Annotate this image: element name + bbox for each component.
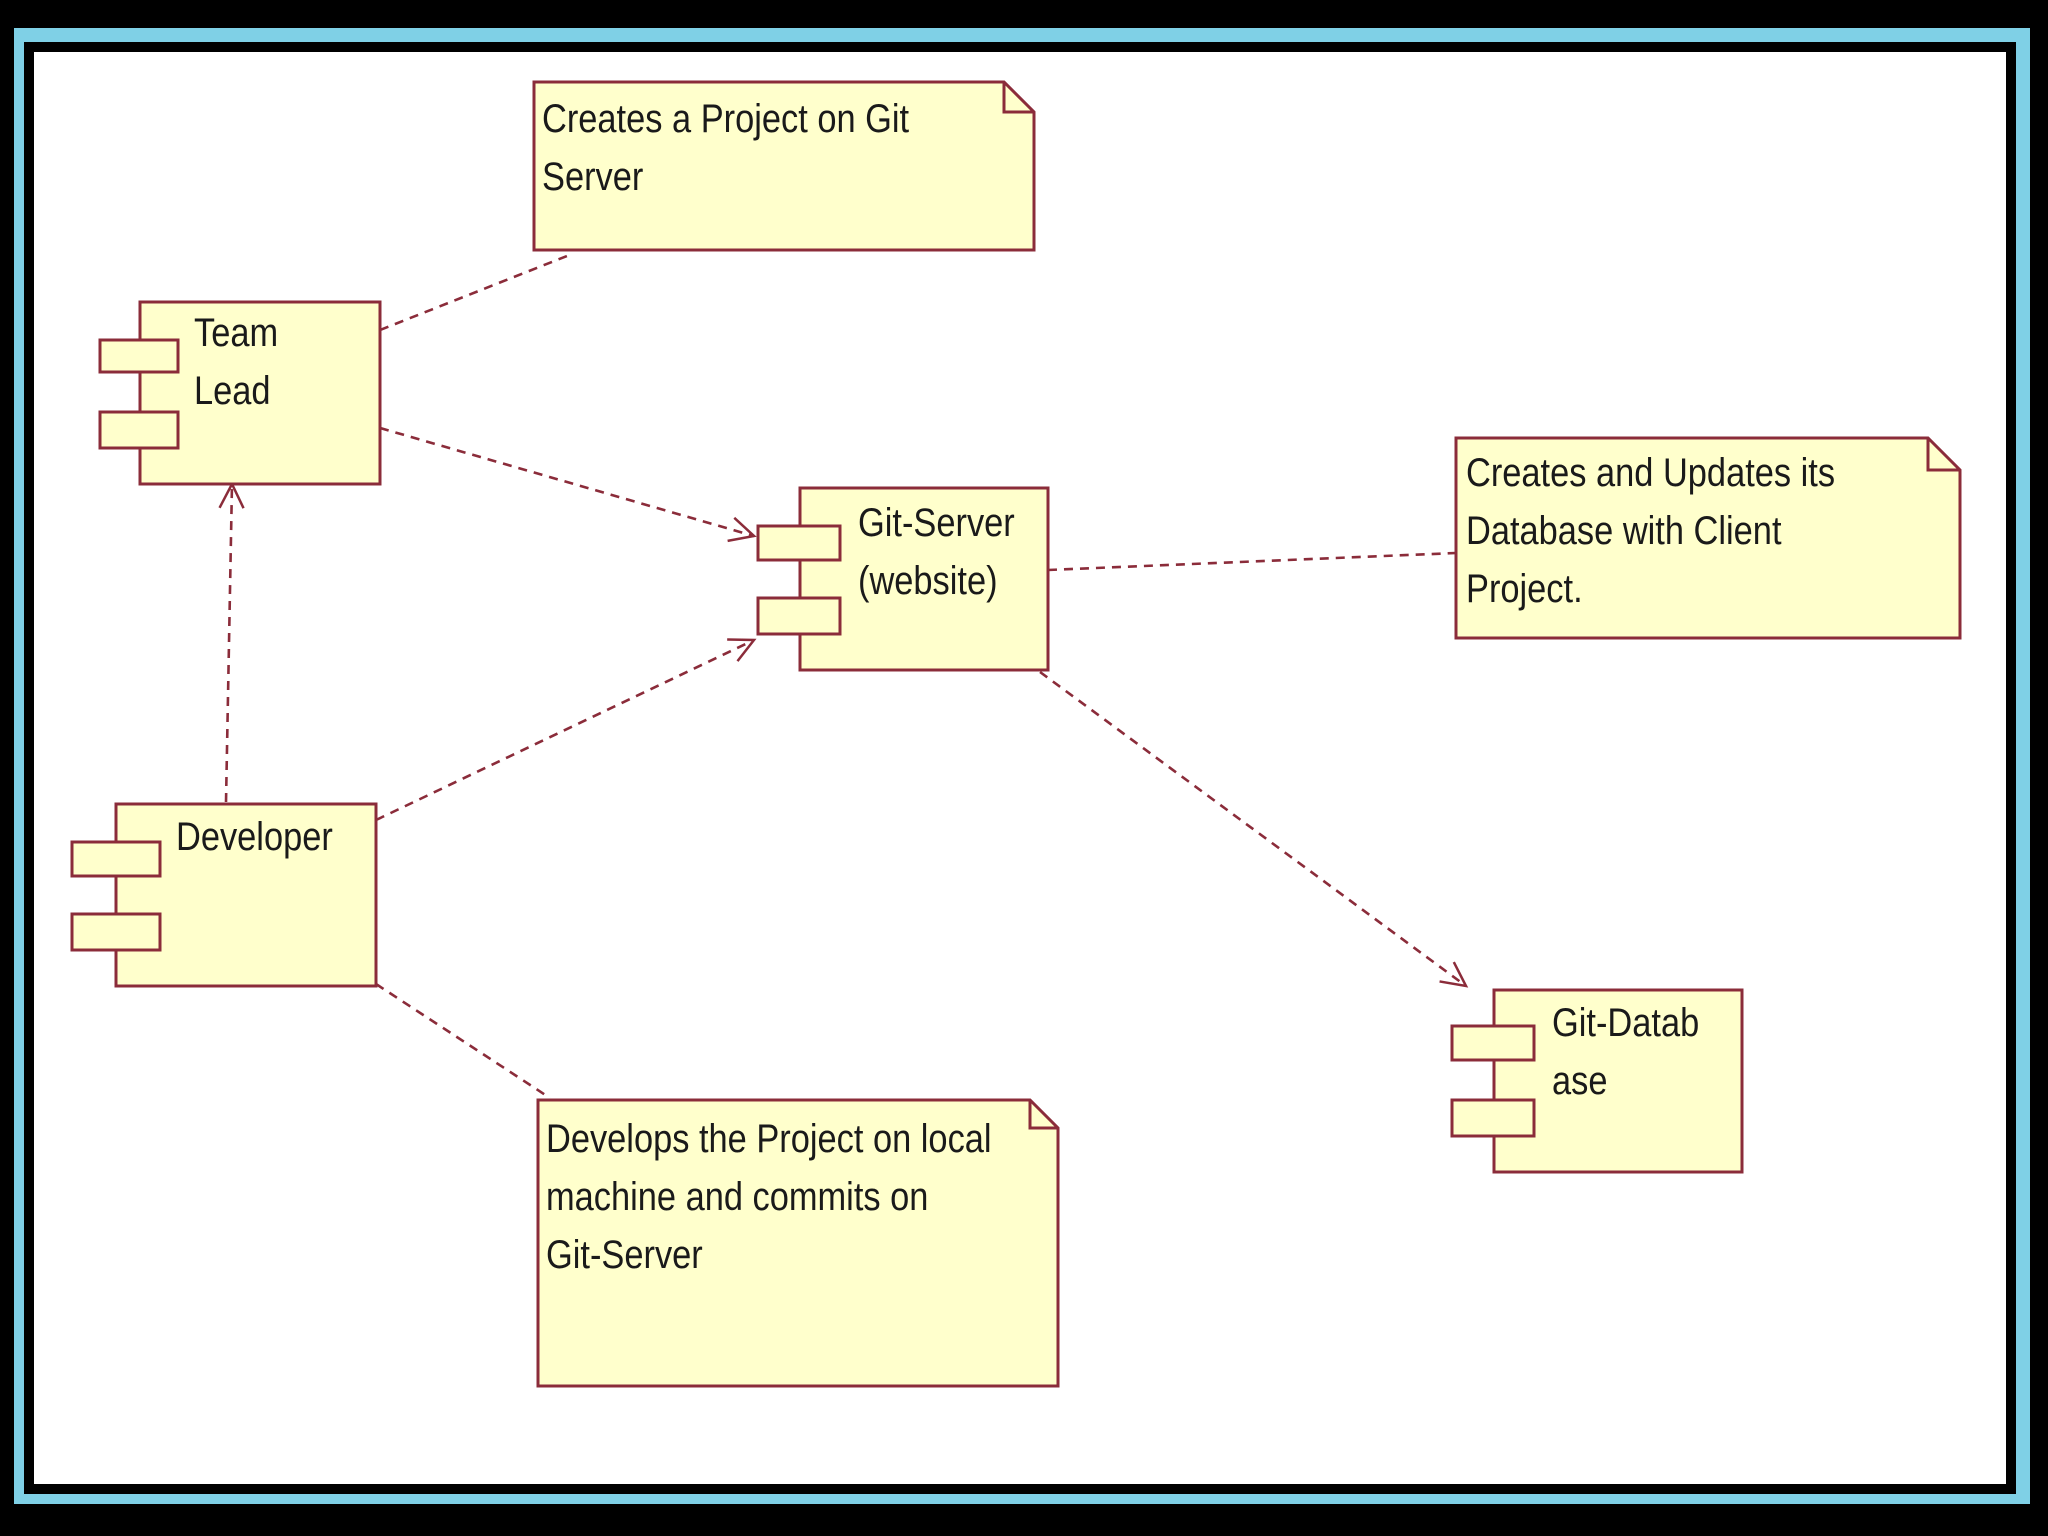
- note-develop-commit-text: Develops the Project on local machine an…: [546, 1117, 992, 1277]
- connector-gitserver-note: [1047, 551, 1457, 572]
- note-develop-commit: [536, 1098, 1060, 1388]
- connectors: [218, 252, 1469, 1100]
- developer-label: Developer: [176, 815, 333, 859]
- dependency-developer-gitserver: [375, 638, 757, 822]
- component-port: [1450, 1024, 1536, 1062]
- component-developer: [70, 802, 378, 988]
- component-port: [756, 596, 842, 636]
- git-database-label: Git-Datab ase: [1552, 1001, 1700, 1103]
- team-lead-label: Team Lead: [194, 311, 279, 413]
- note-create-project-text: Creates a Project on Git Server: [542, 97, 910, 199]
- component-port: [1450, 1098, 1536, 1138]
- component-port: [98, 410, 180, 450]
- dependency-developer-teamlead: [218, 481, 245, 803]
- connector-teamlead-note: [379, 252, 573, 332]
- component-port: [70, 840, 162, 878]
- component-port: [70, 912, 162, 952]
- component-team-lead: [98, 300, 382, 486]
- note-update-database-text: Creates and Updates its Database with Cl…: [1466, 451, 1836, 611]
- note-create-project: [532, 80, 1036, 252]
- component-git-database: [1450, 988, 1744, 1174]
- dependency-teamlead-gitserver: [379, 426, 757, 543]
- git-server-label: Git-Server (website): [858, 501, 1015, 603]
- connector-developer-note: [375, 982, 551, 1100]
- component-port: [756, 524, 842, 562]
- component-port: [98, 338, 180, 374]
- component-git-server: [756, 486, 1050, 672]
- note-update-database: [1454, 436, 1962, 640]
- dependency-gitserver-gitdatabase: [1039, 670, 1469, 988]
